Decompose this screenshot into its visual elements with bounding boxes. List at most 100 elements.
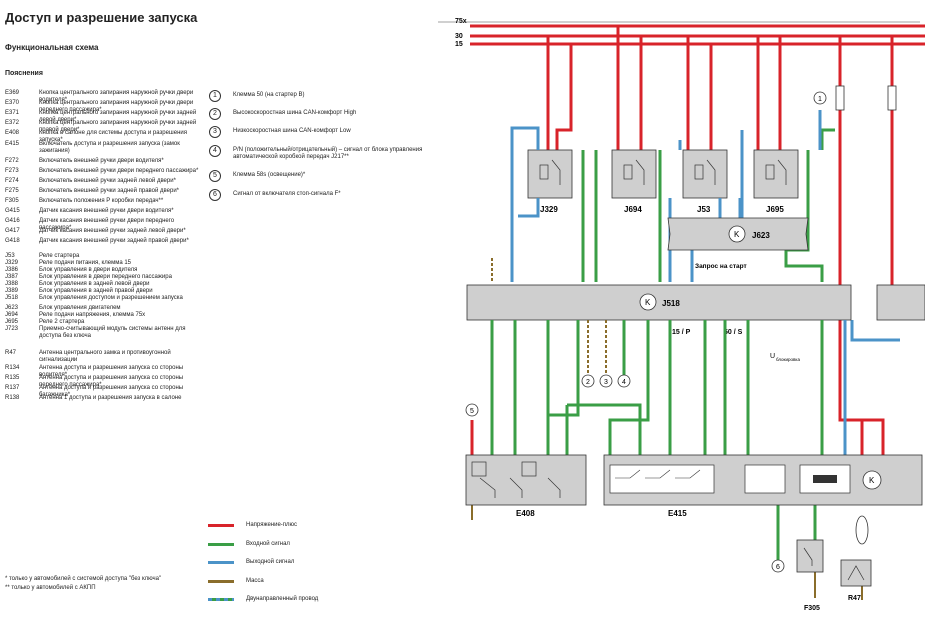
relay-label-j329: J329 [540, 205, 558, 214]
wire-swatch [208, 543, 234, 546]
wire-swatch [208, 598, 234, 601]
legend-code: R135 [5, 375, 20, 381]
ecu-k-symbol: K [734, 230, 740, 239]
rail-label-30: 30 [455, 33, 463, 40]
signal-number: 3 [209, 126, 221, 138]
signal-text: P/N (положительный/отрицательный) – сигн… [233, 147, 423, 160]
signal-text: Низкоскоростная шина CAN-комфорт Low [233, 128, 351, 134]
legend-code: E369 [5, 90, 20, 96]
legend-code: R134 [5, 365, 20, 371]
legend-desc: Антенна доступа и разрешения запуска со … [39, 385, 184, 398]
legend-desc: Антенна центрального замка и противоугон… [39, 350, 171, 363]
r47-label: R47 [848, 595, 861, 602]
legend-desc: Включатель внешней ручки задней правой д… [39, 188, 180, 194]
legend-desc: Кнопка в салоне для системы доступа и ра… [39, 130, 187, 143]
input-wires [581, 128, 835, 282]
signal-text: Клемма 50 (на стартер B) [233, 92, 305, 98]
wire-label: Двунаправленный провод [246, 596, 319, 602]
legend-code: J623 [5, 305, 19, 311]
relay-j695 [753, 149, 799, 199]
legend-desc: Блок управления в задней левой двери [39, 281, 150, 287]
relay-j694 [611, 149, 657, 199]
lower-input-wires [490, 320, 824, 560]
legend-desc: Кнопка центрального запирания наружной р… [39, 120, 197, 133]
ground-wires [471, 505, 863, 600]
legend-code: F274 [5, 178, 19, 184]
legend-code: R137 [5, 385, 20, 391]
legend-desc: Датчик касания внешней ручки двери водит… [39, 208, 174, 214]
page-subtitle: Функциональная схема [5, 43, 99, 52]
legend-desc: Реле подачи питания, клемма 15 [39, 260, 132, 266]
legend-desc: Датчик касания внешней ручки задней лево… [39, 228, 186, 234]
legend-desc: Антенна доступа и разрешения запуска со … [39, 375, 184, 388]
signal-number: 4 [209, 145, 221, 157]
legend-desc: Антенна доступа и разрешения запуска со … [39, 365, 184, 378]
legend-desc: Блок управления доступом и разрешением з… [39, 295, 183, 301]
legend-desc: Кнопка центрального запирания наружной р… [39, 110, 197, 123]
wire-label: Входной сигнал [246, 541, 290, 547]
main-k-symbol: K [645, 298, 651, 307]
legend-desc: Включатель доступа и разрешения запуска … [39, 141, 180, 154]
marker-6: 6 [776, 564, 780, 571]
start-request-label: Запрос на старт [695, 263, 747, 270]
supply-rails: 75x 30 15 [438, 18, 925, 48]
legend-code: F275 [5, 188, 19, 194]
f305-r47: F305 R47 [796, 515, 872, 612]
legend-code: F305 [5, 198, 19, 204]
legend-code: F273 [5, 168, 19, 174]
legend-code: J53 [5, 253, 15, 259]
wire-label: Напряжение-плюс [246, 522, 298, 528]
label-15p: 15 / P [672, 329, 691, 336]
rail-label-75x: 75x [455, 18, 467, 25]
legend-desc: Датчик касания внешней ручки двери перед… [39, 218, 175, 231]
signal-number: 2 [209, 108, 221, 120]
legend-code: J387 [5, 274, 19, 280]
legend-desc: Датчик касания внешней ручки задней прав… [39, 238, 189, 244]
legend-desc: Приемно-считывающий модуль системы антен… [39, 326, 186, 339]
f305-label: F305 [804, 605, 820, 612]
wire-swatch [208, 561, 234, 564]
wire-swatch [208, 580, 234, 583]
ecu-j623: K J623 Запрос на старт [667, 217, 809, 270]
marker-1: 1 [818, 96, 822, 103]
legend-code: E408 [5, 130, 20, 136]
label-50s: 50 / S [724, 329, 743, 336]
legend-desc: Блок управления в двери переднего пассаж… [39, 274, 172, 280]
switch-e408-label: E408 [516, 509, 535, 518]
legend-desc: Реле стартера [39, 253, 80, 259]
signal-text: Высокоскоростная шина CAN-комфорт High [233, 110, 357, 116]
legend-desc: Антенна 1 доступа и разрешения запуска в… [39, 395, 182, 401]
signal-markers: 1 2 3 4 5 6 [465, 91, 827, 573]
legend-desc: Блок управления в двери водителя [39, 267, 138, 273]
relay-j53 [682, 149, 728, 199]
relay-label-j53: J53 [697, 205, 711, 214]
legend-code: G416 [5, 218, 20, 224]
legend-desc: Реле 2 стартера [39, 319, 85, 325]
marker-3: 3 [604, 379, 608, 386]
u-sub-label: блокировка [776, 357, 801, 362]
legend-desc: Включатель внешней ручки двери водителя* [39, 158, 164, 164]
legend-code: R47 [5, 350, 17, 356]
legend-code: E371 [5, 110, 20, 116]
wire-label: Выходной сигнал [246, 559, 295, 565]
legend-code: J386 [5, 267, 19, 273]
marker-4: 4 [622, 379, 626, 386]
relay-j329 [527, 149, 573, 199]
signal-number: 5 [209, 170, 221, 182]
relays: J329 J694 J53 J695 [527, 149, 799, 214]
e415-k-symbol: K [869, 476, 875, 485]
signal-text: Клемма 58s (освещение)* [233, 172, 306, 178]
switch-e415-label: E415 [668, 509, 687, 518]
legend-code: G417 [5, 228, 20, 234]
legend-desc: Реле подачи напряжения, клемма 75x [39, 312, 146, 318]
legend-desc: Включатель внешней ручки двери переднего… [39, 168, 199, 174]
legend-code: E415 [5, 141, 20, 147]
relay-label-j695: J695 [766, 205, 784, 214]
main-unit-j518: K J518 15 / P 50 / S U блокировка [466, 284, 925, 362]
switch-e415: K E415 [603, 454, 923, 518]
u-label: U [770, 353, 775, 360]
marker-2: 2 [586, 379, 590, 386]
legend-desc: Включатель положения P коробки передач** [39, 198, 164, 204]
legend-desc: Блок управления в задней правой двери [39, 288, 153, 294]
